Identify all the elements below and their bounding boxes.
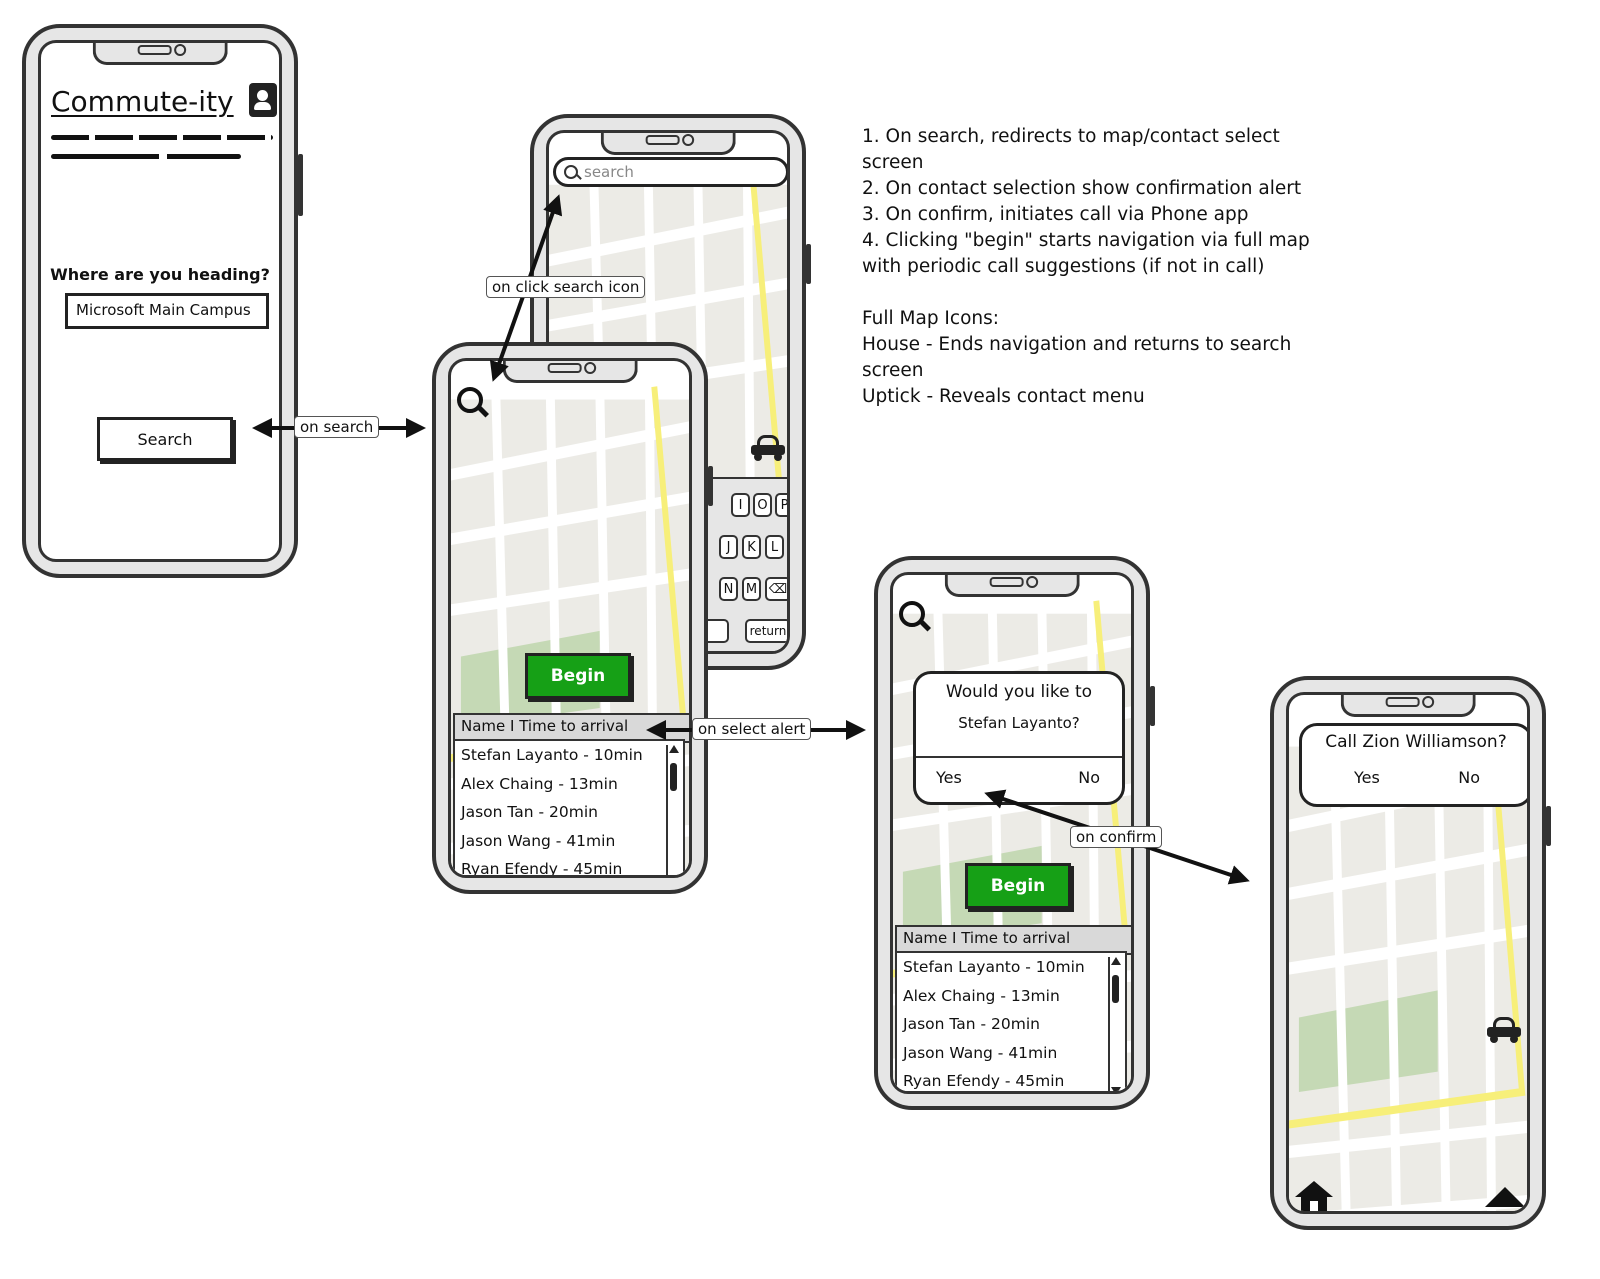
- scribble-description: [51, 135, 273, 159]
- alert-line-1: Would you like to: [945, 682, 1093, 702]
- house-icon[interactable]: [1295, 1181, 1333, 1211]
- search-button[interactable]: Search: [97, 417, 233, 461]
- key-J[interactable]: J: [719, 535, 738, 559]
- backspace-key[interactable]: ⌫: [765, 577, 787, 601]
- note-line: 3. On confirm, initiates call via Phone …: [862, 204, 1249, 225]
- search-placeholder: search: [584, 163, 634, 181]
- phone-contact-select: Begin Name I Time to arrival Stefan Laya…: [432, 342, 713, 894]
- confirm-screen: Would you like to Stefan Layanto? Yes No…: [890, 572, 1134, 1094]
- scrollbar[interactable]: [1108, 957, 1123, 1091]
- key-I[interactable]: I: [731, 493, 750, 517]
- destination-input[interactable]: Microsoft Main Campus: [65, 293, 269, 329]
- contact-list: Stefan Layanto - 10min Alex Chaing - 13m…: [453, 739, 685, 878]
- call-suggestion-alert: Call Zion Williamson? Yes No: [1299, 723, 1527, 807]
- list-item[interactable]: Jason Tan - 20min: [461, 803, 599, 821]
- heading-question: Where are you heading?: [50, 265, 270, 284]
- note-line: 1. On search, redirects to map/contact s…: [862, 126, 1280, 173]
- list-item[interactable]: Alex Chaing - 13min: [903, 986, 1060, 1005]
- key-N[interactable]: N: [719, 577, 738, 601]
- yes-button[interactable]: Yes: [1354, 768, 1380, 787]
- destination-screen: Commute-ity Where are you heading? Micro…: [38, 40, 282, 562]
- label-on-select-alert: on select alert: [692, 718, 812, 740]
- confirm-alert: Would you like to Stefan Layanto? Yes No: [913, 671, 1125, 805]
- car-icon: [751, 435, 785, 461]
- key-O[interactable]: O: [753, 493, 772, 517]
- begin-button[interactable]: Begin: [525, 653, 631, 699]
- note-line: 2. On contact selection show confirmatio…: [862, 178, 1302, 199]
- car-icon: [1487, 1017, 1521, 1043]
- list-item[interactable]: Jason Tan - 20min: [903, 1015, 1041, 1033]
- contacts-book-icon[interactable]: [249, 83, 277, 117]
- phone-full-map: Call Zion Williamson? Yes No: [1270, 676, 1551, 1230]
- note-line: 4. Clicking "begin" starts navigation vi…: [862, 230, 1310, 277]
- uptick-icon[interactable]: [1485, 1187, 1525, 1207]
- no-button[interactable]: No: [1078, 768, 1100, 787]
- key-M[interactable]: M: [742, 577, 761, 601]
- label-on-click-search-icon: on click search icon: [486, 276, 646, 298]
- list-item[interactable]: Alex Chaing - 13min: [461, 774, 618, 793]
- note-spacer: [862, 280, 1332, 306]
- app-title: Commute-ity: [51, 85, 234, 118]
- list-item[interactable]: Ryan Efendy - 45min: [903, 1072, 1065, 1090]
- note-line: Full Map Icons:: [862, 308, 999, 329]
- yes-button[interactable]: Yes: [936, 768, 962, 787]
- contact-list: Stefan Layanto - 10min Alex Chaing - 13m…: [895, 951, 1127, 1091]
- list-item[interactable]: Ryan Efendy - 45min: [461, 860, 623, 878]
- scrollbar[interactable]: [666, 745, 681, 875]
- list-item[interactable]: Stefan Layanto - 10min: [461, 746, 643, 764]
- note-line: Uptick - Reveals contact menu: [862, 386, 1145, 407]
- alert-line-2: Stefan Layanto?: [958, 714, 1080, 732]
- call-alert-title: Call Zion Williamson?: [1325, 732, 1507, 752]
- search-icon[interactable]: [457, 387, 490, 419]
- search-input[interactable]: search: [553, 157, 787, 187]
- return-key[interactable]: return: [745, 619, 787, 643]
- key-K[interactable]: K: [742, 535, 761, 559]
- phone-confirm: Would you like to Stefan Layanto? Yes No…: [874, 556, 1155, 1110]
- key-L[interactable]: L: [765, 535, 784, 559]
- full-map-screen: Call Zion Williamson? Yes No: [1286, 692, 1530, 1214]
- contact-list-header: Name I Time to arrival: [895, 925, 1131, 955]
- search-icon[interactable]: [899, 601, 932, 633]
- notes: 1. On search, redirects to map/contact s…: [862, 124, 1332, 410]
- contact-select-screen: Begin Name I Time to arrival Stefan Laya…: [448, 358, 692, 878]
- list-item[interactable]: Jason Wang - 41min: [903, 1043, 1058, 1062]
- search-icon: [564, 165, 578, 179]
- note-line: House - Ends navigation and returns to s…: [862, 334, 1292, 381]
- list-item[interactable]: Jason Wang - 41min: [461, 831, 616, 850]
- phone-destination: Commute-ity Where are you heading? Micro…: [22, 24, 303, 578]
- label-on-search: on search: [294, 416, 380, 438]
- list-item[interactable]: Stefan Layanto - 10min: [903, 958, 1085, 976]
- label-on-confirm: on confirm: [1070, 826, 1163, 848]
- begin-button[interactable]: Begin: [965, 863, 1071, 909]
- no-button[interactable]: No: [1458, 768, 1480, 787]
- key-P[interactable]: P: [775, 493, 787, 517]
